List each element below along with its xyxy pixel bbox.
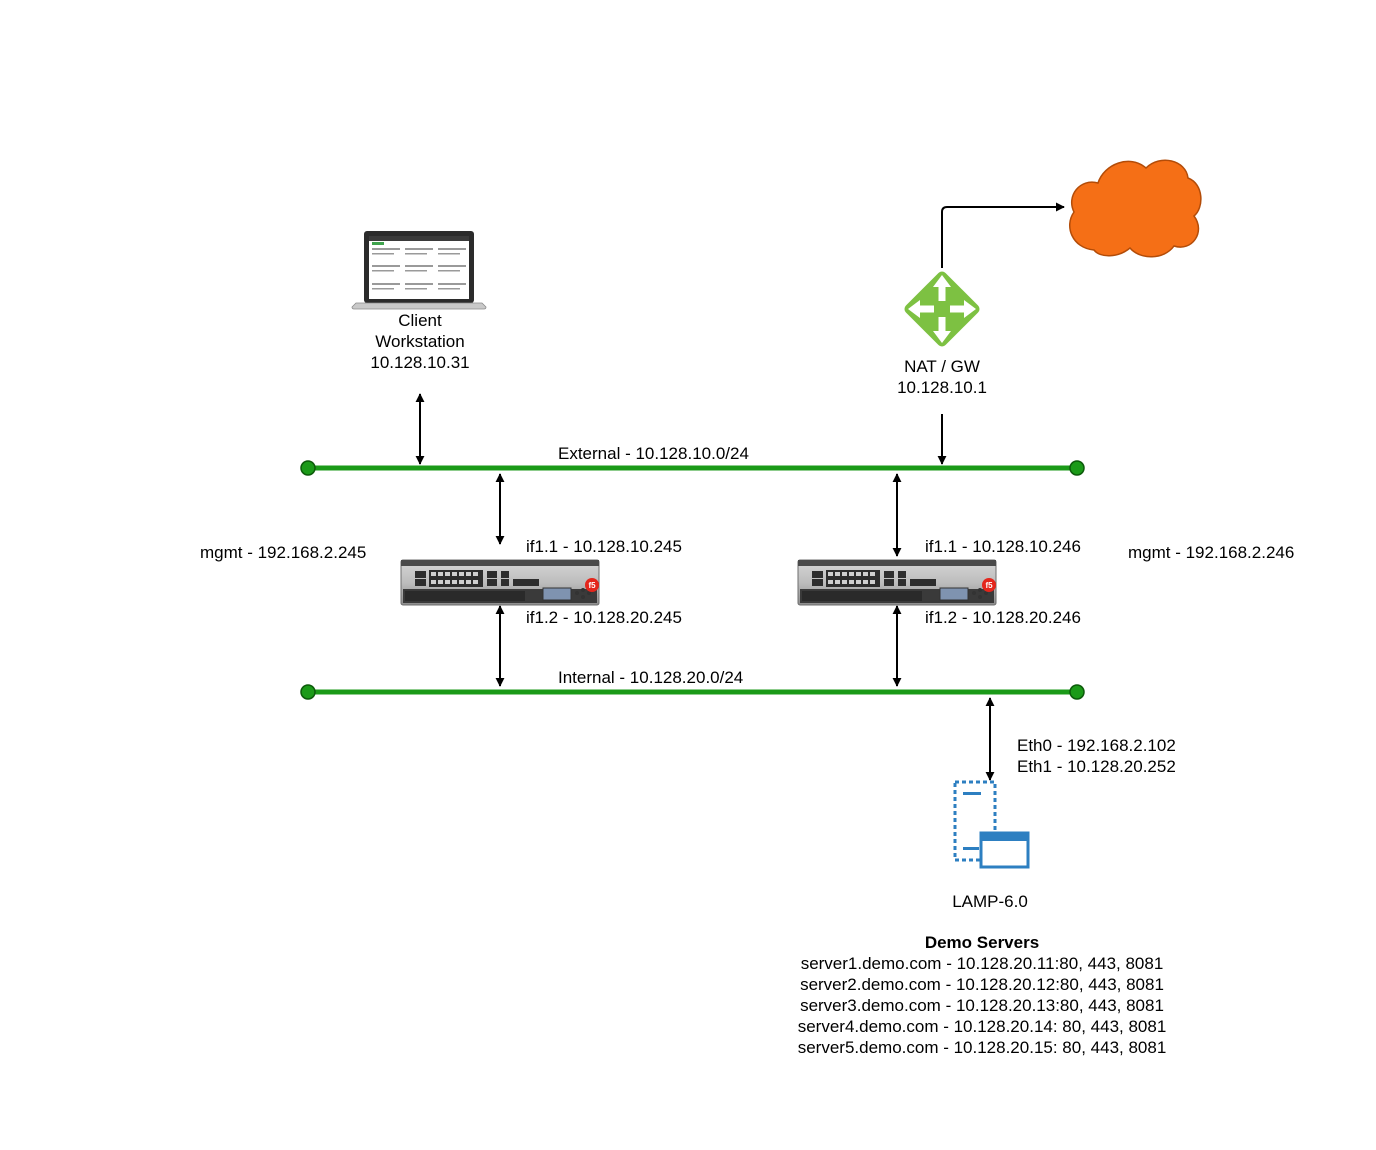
demo-server-item: server5.demo.com - 10.128.20.15: 80, 443… <box>797 1038 1167 1057</box>
lamp-interfaces-label: Eth0 - 192.168.2.102 Eth1 - 10.128.20.25… <box>1017 735 1176 777</box>
internal-network-line <box>300 684 1085 700</box>
laptop-icon <box>351 231 487 310</box>
external-network-label: External - 10.128.10.0/24 <box>558 444 749 463</box>
f5-appliance-icon: f5 <box>797 559 997 606</box>
demo-server-item: server4.demo.com - 10.128.20.14: 80, 443… <box>797 1017 1167 1036</box>
server-icon <box>953 780 1030 869</box>
f5-appliance-icon: f5 <box>400 559 600 606</box>
demo-server-item: server1.demo.com - 10.128.20.11:80, 443,… <box>800 954 1164 973</box>
internal-network-label: Internal - 10.128.20.0/24 <box>558 668 744 687</box>
svg-text:f5: f5 <box>588 581 596 590</box>
demo-servers-title: Demo Servers <box>924 933 1040 952</box>
client-ip: 10.128.10.31 <box>370 353 470 372</box>
client-label: Client Workstation 10.128.10.31 <box>370 310 469 373</box>
bigip2-if12-label: if1.2 - 10.128.20.246 <box>925 608 1081 627</box>
demo-server-item: server2.demo.com - 10.128.20.12:80, 443,… <box>800 975 1164 994</box>
bigip2-mgmt-label: mgmt - 192.168.2.246 <box>1128 543 1295 562</box>
svg-text:f5: f5 <box>985 581 993 590</box>
bigip1-mgmt-label: mgmt - 192.168.2.245 <box>200 543 367 562</box>
demo-server-item: server3.demo.com - 10.128.20.13:80, 443,… <box>800 996 1164 1015</box>
gateway-label: NAT / GW 10.128.10.1 <box>897 356 987 398</box>
lamp-name-label: LAMP-6.0 <box>952 892 1028 911</box>
bigip1-if12-label: if1.2 - 10.128.20.245 <box>526 608 682 627</box>
lamp-eth0: Eth0 - 192.168.2.102 <box>1017 736 1176 755</box>
client-name-line2: Workstation <box>375 332 465 351</box>
client-name-line1: Client <box>398 311 442 330</box>
gateway-name: NAT / GW <box>904 357 980 376</box>
router-icon <box>904 271 980 347</box>
gateway-to-internet-arrow <box>941 202 1065 268</box>
lamp-eth1: Eth1 - 10.128.20.252 <box>1017 757 1176 776</box>
demo-servers-block: Demo Servers server1.demo.com - 10.128.2… <box>798 932 1167 1058</box>
external-network-line <box>300 460 1085 476</box>
gateway-ip: 10.128.10.1 <box>897 378 987 397</box>
bigip2-if11-label: if1.1 - 10.128.10.246 <box>925 537 1081 556</box>
bigip1-if11-label: if1.1 - 10.128.10.245 <box>526 537 682 556</box>
cloud-icon <box>1069 159 1202 258</box>
